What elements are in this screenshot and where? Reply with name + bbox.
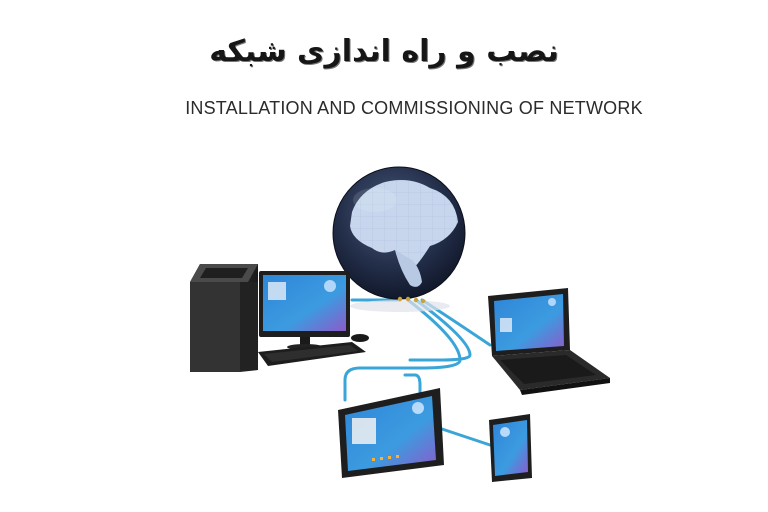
page-subtitle-english: INSTALLATION AND COMMISSIONING OF NETWOR… xyxy=(185,98,643,118)
tablet-icon xyxy=(338,388,444,478)
globe-icon xyxy=(332,166,466,312)
page-title-persian: نصب و راه اندازی شبکه xyxy=(209,34,559,69)
smartphone-icon xyxy=(489,414,532,482)
desktop-monitor-icon xyxy=(258,271,369,366)
desktop-tower-icon xyxy=(190,264,258,372)
laptop-icon xyxy=(488,288,610,395)
